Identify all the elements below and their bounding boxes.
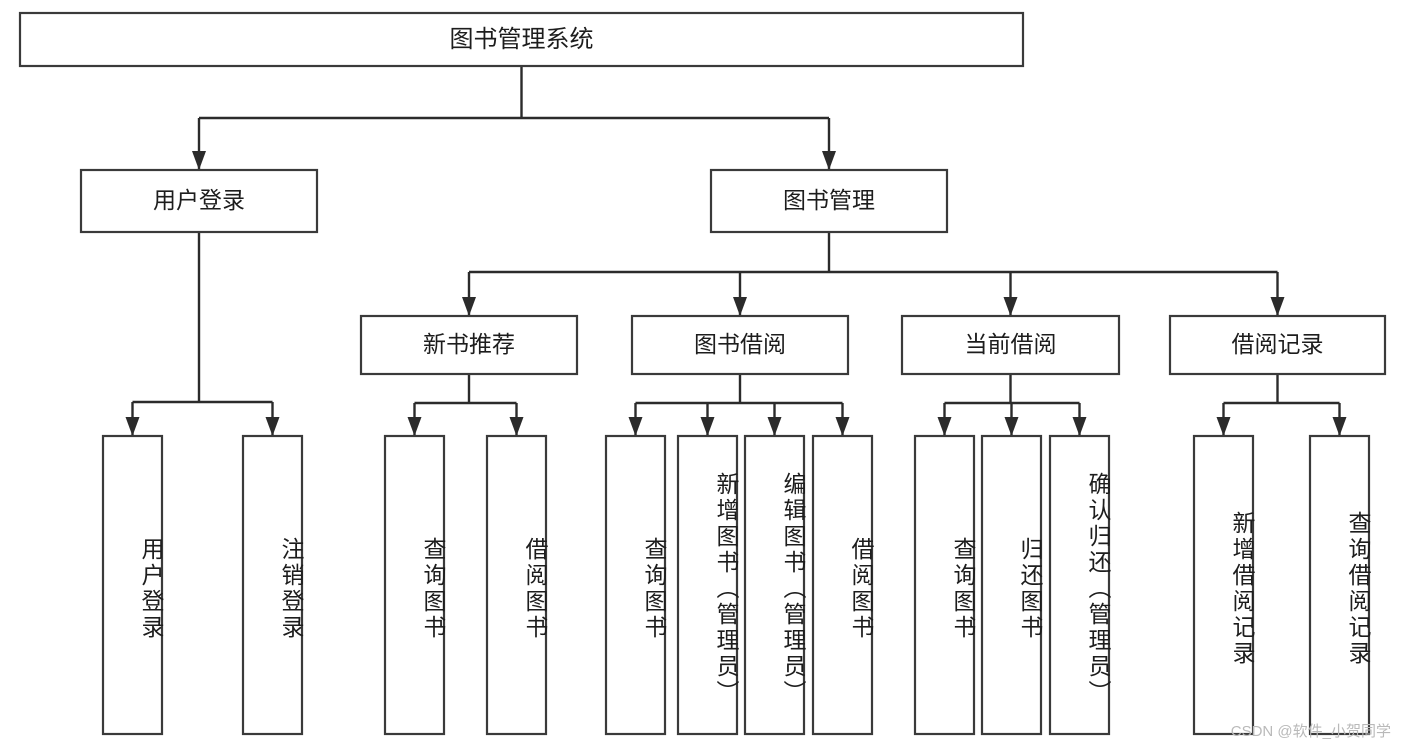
- arrowhead-icon: [700, 417, 715, 436]
- arrowhead-icon: [1270, 297, 1285, 316]
- node-label-user-login: 用户登录: [153, 187, 245, 213]
- node-user-login[interactable]: [79, 168, 319, 234]
- leaf-node-leaf-query-book-3[interactable]: [913, 434, 976, 736]
- leaf-node-leaf-query-book-2[interactable]: [604, 434, 667, 736]
- arrowhead-icon: [125, 417, 140, 436]
- node-label-book-manage: 图书管理: [783, 187, 875, 213]
- leaf-node-leaf-user-login[interactable]: [101, 434, 164, 736]
- node-label-current-borrow: 当前借阅: [965, 331, 1057, 357]
- arrowhead-icon: [509, 417, 524, 436]
- leaf-node-leaf-query-record[interactable]: [1308, 434, 1371, 736]
- nodes-layer: [18, 11, 1387, 736]
- node-book-borrow[interactable]: [630, 314, 850, 376]
- leaf-node-leaf-user-logout[interactable]: [241, 434, 304, 736]
- node-borrow-record[interactable]: [1168, 314, 1387, 376]
- arrowhead-icon: [1332, 417, 1347, 436]
- arrowhead-icon: [835, 417, 850, 436]
- node-current-borrow[interactable]: [900, 314, 1121, 376]
- arrowhead-icon: [192, 151, 206, 170]
- arrowhead-icon: [407, 417, 422, 436]
- arrowhead-icon: [1004, 417, 1019, 436]
- leaf-node-leaf-borrow-book-2[interactable]: [811, 434, 874, 736]
- arrowhead-icon: [733, 297, 747, 316]
- node-label-new-book-recommend: 新书推荐: [423, 331, 515, 357]
- arrowhead-icon: [1072, 417, 1087, 436]
- arrowhead-icon: [628, 417, 643, 436]
- arrowhead-icon: [462, 297, 476, 316]
- arrowhead-icon: [767, 417, 782, 436]
- node-label-borrow-record: 借阅记录: [1232, 331, 1324, 357]
- node-label-root: 图书管理系统: [450, 26, 594, 53]
- leaf-node-leaf-add-book[interactable]: [676, 434, 739, 736]
- arrowhead-icon: [1003, 297, 1018, 316]
- watermark: CSDN @软件_小贺同学: [1230, 723, 1391, 740]
- leaf-node-leaf-confirm-return[interactable]: [1048, 434, 1111, 736]
- connectors-layer: [125, 66, 1347, 436]
- arrowhead-icon: [1216, 417, 1231, 436]
- arrowhead-icon: [265, 417, 280, 436]
- leaf-node-leaf-add-record[interactable]: [1192, 434, 1255, 736]
- arrowhead-icon: [937, 417, 952, 436]
- leaf-node-leaf-borrow-book-1[interactable]: [485, 434, 548, 736]
- node-book-manage[interactable]: [709, 168, 949, 234]
- node-root[interactable]: [18, 11, 1025, 68]
- node-label-book-borrow: 图书借阅: [694, 331, 786, 357]
- leaf-node-leaf-query-book-1[interactable]: [383, 434, 446, 736]
- leaf-node-leaf-return-book[interactable]: [980, 434, 1043, 736]
- node-new-book-recommend[interactable]: [359, 314, 579, 376]
- leaf-node-leaf-edit-book[interactable]: [743, 434, 806, 736]
- arrowhead-icon: [822, 151, 836, 170]
